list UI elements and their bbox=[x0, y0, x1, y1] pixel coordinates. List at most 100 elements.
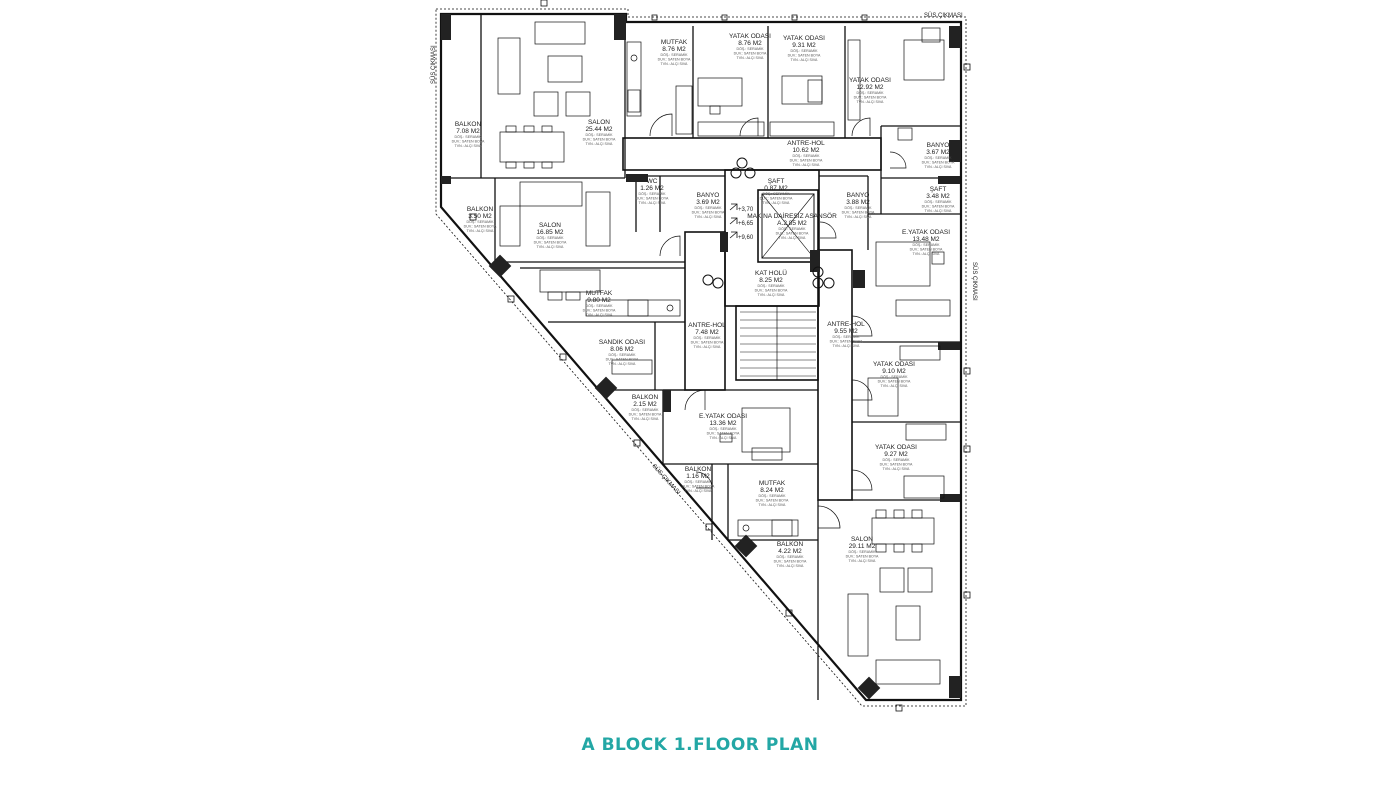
room-name: SALON bbox=[588, 119, 610, 126]
room-finish-spec: DUV.: SATEN BOYA bbox=[922, 161, 955, 165]
room-finish-spec: DÖŞ.: SERAMİK bbox=[710, 426, 738, 431]
room-name: YATAK ODASI bbox=[873, 361, 915, 368]
ornament-outline bbox=[435, 8, 967, 707]
room-finish-spec: DUV.: SATEN BOYA bbox=[682, 485, 715, 489]
room-area: 8.76 M2 bbox=[662, 46, 686, 53]
room-area: 25.44 M2 bbox=[585, 126, 612, 133]
furniture-right-rooms bbox=[867, 241, 951, 499]
room-finish-spec: DUV.: SATEN BOYA bbox=[692, 211, 725, 215]
room-area: 13.36 M2 bbox=[709, 420, 736, 427]
room-finish-spec: DUV.: SATEN BOYA bbox=[842, 211, 875, 215]
page-title: A BLOCK 1.FLOOR PLAN bbox=[581, 735, 819, 755]
room-finish-spec: TVN.: ALÇI SIVA bbox=[791, 58, 818, 62]
facade-label-top: SÜS ÇIKMASI bbox=[924, 12, 963, 19]
room-area: 29.11 M2 bbox=[849, 543, 876, 550]
room-name: BALKON bbox=[455, 121, 482, 128]
room-name: WC bbox=[647, 178, 658, 185]
room-area: 9.10 M2 bbox=[882, 368, 906, 375]
diagonal-columns bbox=[488, 254, 881, 700]
room-finish-spec: TVN.: ALÇI SIVA bbox=[455, 144, 482, 148]
room-finish-spec: TVN.: ALÇI SIVA bbox=[763, 201, 790, 205]
room-finish-spec: TVN.: ALÇI SIVA bbox=[925, 165, 952, 169]
room-name: YATAK ODASI bbox=[875, 444, 917, 451]
room-finish-spec: DÖŞ.: SERAMİK bbox=[793, 153, 821, 158]
room-name: BALKON bbox=[632, 394, 659, 401]
room-finish-spec: DÖŞ.: SERAMİK bbox=[455, 134, 483, 139]
room-finish-spec: DÖŞ.: SERAMİK bbox=[857, 90, 885, 95]
furniture-salon-b bbox=[499, 181, 611, 301]
room-finish-spec: DUV.: SATEN BOYA bbox=[774, 560, 807, 564]
room-name: MUTFAK bbox=[661, 39, 688, 46]
room-finish-spec: TVN.: ALÇI SIVA bbox=[639, 201, 666, 205]
room-finish-spec: DUV.: SATEN BOYA bbox=[776, 232, 809, 236]
furniture-salon-a bbox=[497, 21, 591, 169]
room-area: 3.48 M2 bbox=[926, 193, 950, 200]
columns bbox=[441, 14, 961, 698]
room-name: SALON bbox=[539, 222, 561, 229]
room-name: BANYO bbox=[697, 192, 720, 199]
room-finish-spec: DUV.: SATEN BOYA bbox=[534, 241, 567, 245]
room-finish-spec: TVN.: ALÇI SIVA bbox=[883, 467, 910, 471]
room-finish-spec: TVN.: ALÇI SIVA bbox=[632, 417, 659, 421]
room-finish-spec: TVN.: ALÇI SIVA bbox=[925, 209, 952, 213]
partition-walls bbox=[441, 14, 961, 700]
room-name: E.YATAK ODASI bbox=[699, 413, 747, 420]
room-name: SANDIK ODASI bbox=[599, 339, 645, 346]
room-finish-spec: TVN.: ALÇI SIVA bbox=[793, 163, 820, 167]
room-finish-spec: DÖŞ.: SERAMİK bbox=[845, 205, 873, 210]
room-name: YATAK ODASI bbox=[849, 77, 891, 84]
furniture-salon-c bbox=[847, 509, 941, 685]
room-area: 0.87 M2 bbox=[764, 185, 788, 192]
room-finish-spec: DÖŞ.: SERAMİK bbox=[763, 191, 791, 196]
door-swings bbox=[649, 113, 907, 529]
room-finish-spec: DUV.: SATEN BOYA bbox=[755, 289, 788, 293]
room-finish-spec: DUV.: SATEN BOYA bbox=[691, 341, 724, 345]
room-area: 8.06 M2 bbox=[610, 346, 634, 353]
room-finish-spec: TVN.: ALÇI SIVA bbox=[737, 56, 764, 60]
room-name: MAKİNA DAİRESİZ ASANSÖR bbox=[747, 211, 837, 220]
room-area: 16.85 M2 bbox=[536, 229, 563, 236]
room-finish-spec: DUV.: SATEN BOYA bbox=[606, 358, 639, 362]
room-finish-spec: DÖŞ.: SERAMİK bbox=[695, 205, 723, 210]
room-area: A.2.85 M2 bbox=[777, 220, 807, 227]
room-finish-spec: DUV.: SATEN BOYA bbox=[658, 58, 691, 62]
furniture-eyatak-b bbox=[719, 407, 791, 461]
room-finish-spec: TVN.: ALÇI SIVA bbox=[857, 100, 884, 104]
room-finish-spec: DÖŞ.: SERAMİK bbox=[779, 226, 807, 231]
room-finish-spec: DUV.: SATEN BOYA bbox=[846, 555, 879, 559]
room-finish-spec: DUV.: SATEN BOYA bbox=[707, 432, 740, 436]
room-area: 8.24 M2 bbox=[760, 487, 784, 494]
room-finish-spec: TVN.: ALÇI SIVA bbox=[913, 252, 940, 256]
room-finish-spec: DÖŞ.: SERAMİK bbox=[609, 352, 637, 357]
room-finish-spec: TVN.: ALÇI SIVA bbox=[845, 215, 872, 219]
room-finish-spec: TVN.: ALÇI SIVA bbox=[759, 503, 786, 507]
room-finish-spec: TVN.: ALÇI SIVA bbox=[694, 345, 721, 349]
facade-label-right: SÜS ÇIKMASI bbox=[971, 262, 978, 301]
room-finish-spec: DUV.: SATEN BOYA bbox=[910, 248, 943, 252]
room-finish-spec: TVN.: ALÇI SIVA bbox=[586, 142, 613, 146]
room-finish-spec: DÖŞ.: SERAMİK bbox=[639, 191, 667, 196]
room-finish-spec: DÖŞ.: SERAMİK bbox=[661, 52, 689, 57]
room-finish-spec: DUV.: SATEN BOYA bbox=[629, 413, 662, 417]
room-finish-spec: TVN.: ALÇI SIVA bbox=[758, 293, 785, 297]
apartment-doors bbox=[702, 157, 835, 289]
room-finish-spec: DÖŞ.: SERAMİK bbox=[925, 199, 953, 204]
facade-labels: SÜS ÇIKMASI SÜS ÇIKMASI SÜS ÇIKMASI SÜS … bbox=[430, 12, 978, 496]
room-finish-spec: DÖŞ.: SERAMİK bbox=[758, 283, 786, 288]
room-finish-spec: DÖŞ.: SERAMİK bbox=[694, 335, 722, 340]
